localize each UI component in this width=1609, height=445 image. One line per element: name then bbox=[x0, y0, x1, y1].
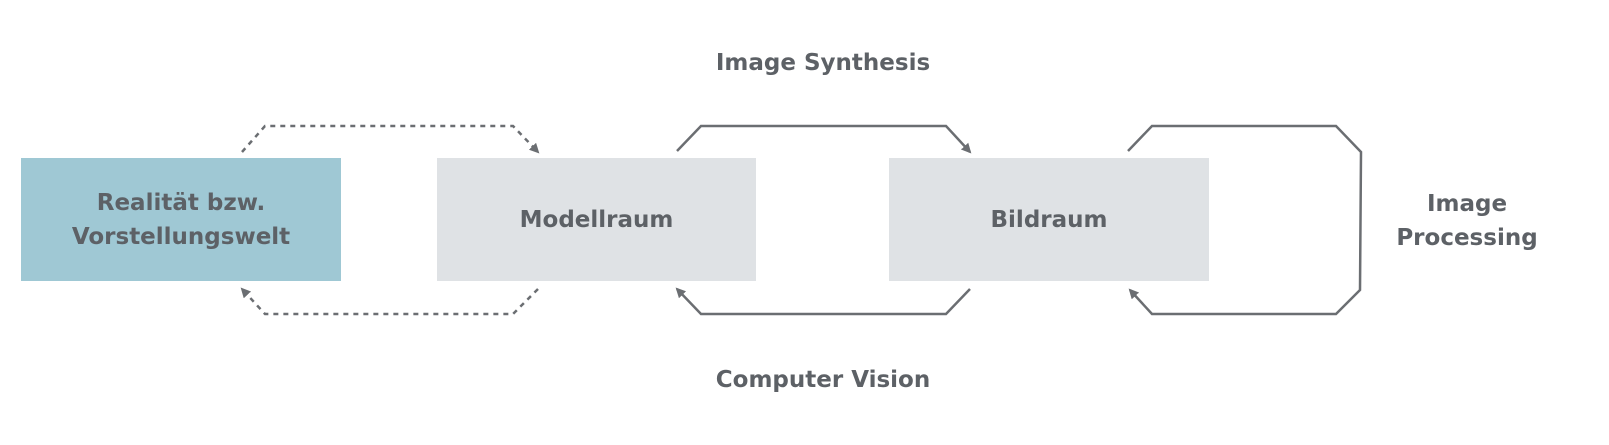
reality-label-line1: Realität bzw. bbox=[96, 189, 266, 216]
image-synthesis-label: Image Synthesis bbox=[715, 50, 931, 76]
computer-vision-arrow bbox=[675, 287, 971, 316]
image-processing-line1: Image bbox=[1426, 191, 1508, 217]
reality-node: Realität bzw. Vorstellungswelt bbox=[21, 158, 341, 281]
reality-label-line2: Vorstellungswelt bbox=[71, 223, 291, 250]
image-space-label: Bildraum bbox=[990, 206, 1108, 233]
image-processing-line2: Processing bbox=[1396, 225, 1538, 251]
image-processing-loop-arrow bbox=[1127, 124, 1363, 316]
computer-vision-label: Computer Vision bbox=[715, 367, 931, 393]
model-space-node: Modellraum bbox=[437, 158, 756, 281]
image-processing-label: Image Processing bbox=[1392, 187, 1542, 255]
dashed-arrow-reality-to-model bbox=[241, 124, 540, 154]
image-space-node: Bildraum bbox=[889, 158, 1209, 281]
dashed-arrow-model-to-reality bbox=[240, 287, 539, 316]
model-space-label: Modellraum bbox=[519, 206, 674, 233]
image-synthesis-arrow bbox=[676, 124, 972, 154]
